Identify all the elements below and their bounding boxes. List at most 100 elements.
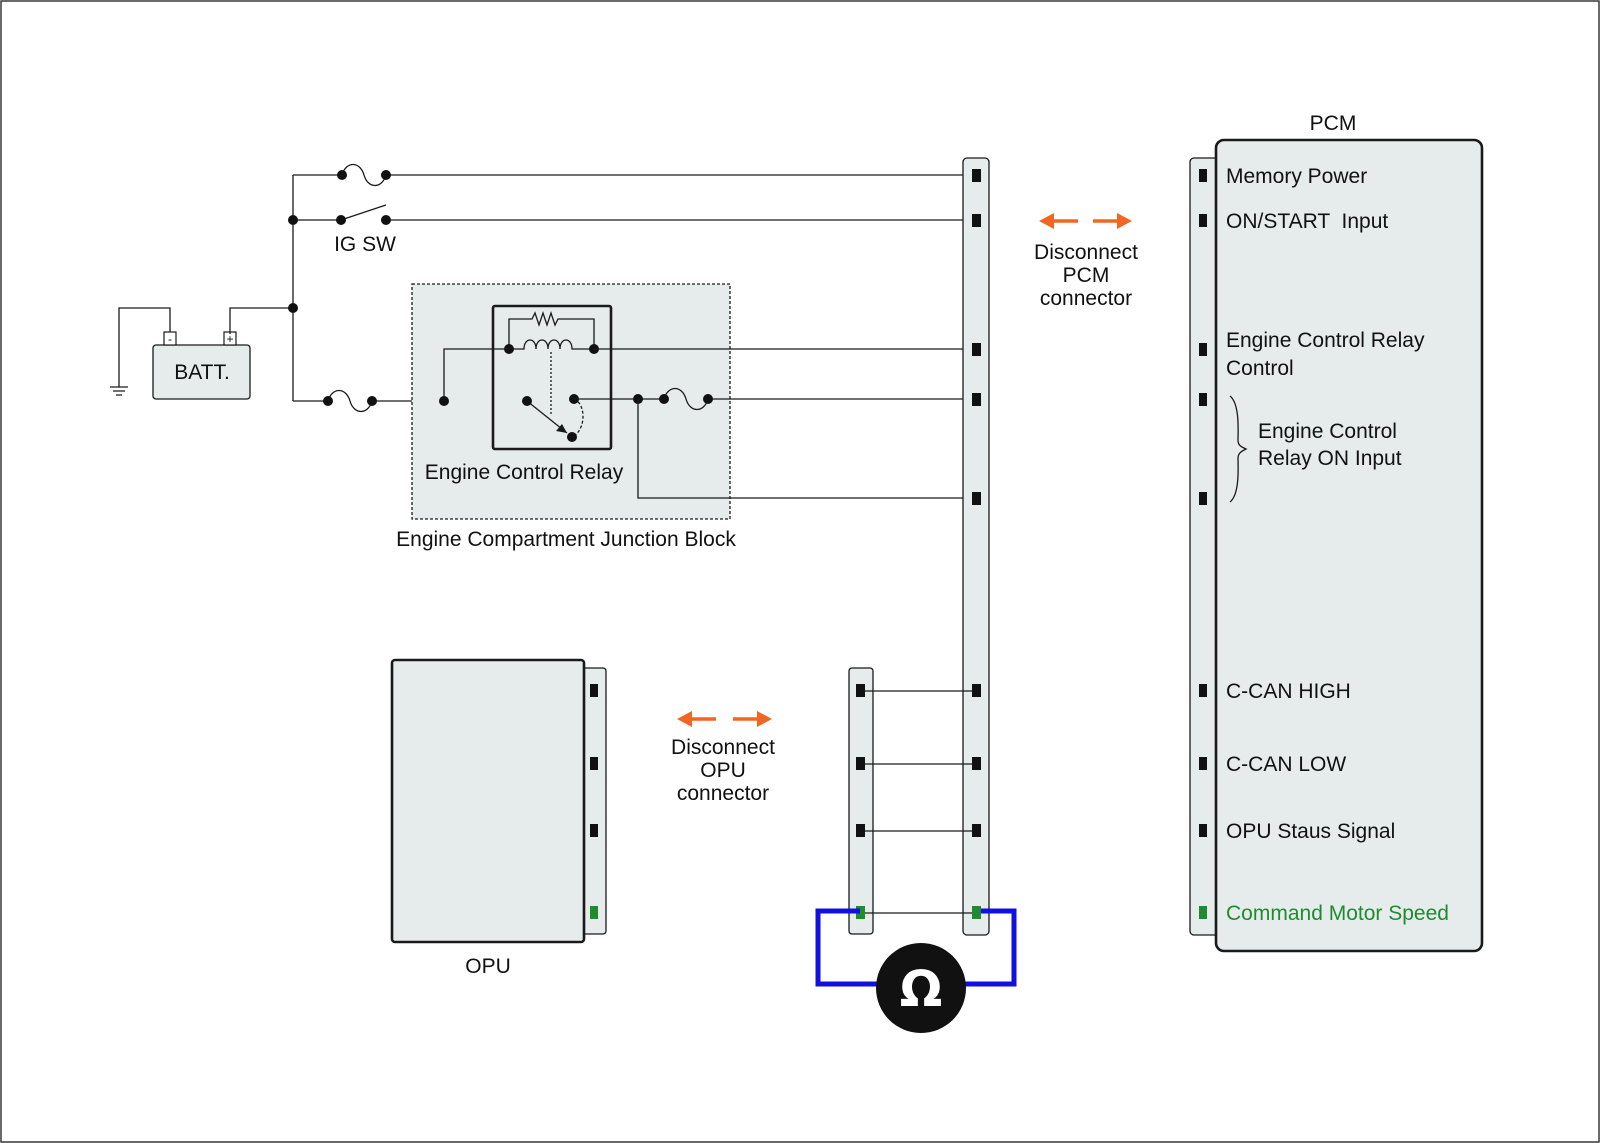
ground-symbol (110, 386, 128, 396)
switch-terminal-dot (381, 215, 391, 225)
fuse-terminal-dot (659, 394, 669, 404)
relay-output-fuse (663, 387, 709, 411)
pcm-pin-label-on-start-input: ON/START Input (1226, 210, 1388, 233)
pcm-pin-label-memory-power: Memory Power (1226, 165, 1367, 188)
ig-switch-blade (340, 204, 387, 221)
battery-minus-terminal (163, 331, 177, 346)
opu-disconnect-line3: connector (677, 782, 769, 805)
pcm-pin (1199, 824, 1207, 837)
pcm-pin-label-ecr-on-input-2: Relay ON Input (1258, 447, 1402, 470)
harness-pin (972, 757, 981, 770)
opu-label: OPU (465, 955, 511, 978)
pcm-pin-highlighted (1199, 906, 1207, 919)
pcm-pin-label-opu-status: OPU Staus Signal (1226, 820, 1395, 843)
opu-harness-connector (848, 667, 874, 935)
pcm-body (1214, 138, 1484, 953)
junction-block: Engine Compartment Junction Block Engine… (396, 283, 977, 551)
opu-pin (590, 824, 598, 837)
pcm-harness-connector (962, 157, 990, 936)
opu-module: OPU (390, 658, 607, 978)
pcm-pin-label-ecr-control-2: Control (1226, 357, 1294, 380)
harness-pin-highlighted (972, 906, 981, 919)
ig-switch-circuit: IG SW (293, 204, 977, 256)
memory-power-circuit (293, 163, 977, 187)
switch-terminal-dot (336, 215, 346, 225)
opu-pin-highlighted (590, 906, 598, 919)
opu-disconnect-line1: Disconnect (671, 736, 775, 759)
harness-pin (972, 343, 981, 356)
ground-wire (118, 307, 171, 387)
fuse-terminal-dot (337, 170, 347, 180)
pcm-pin-label-ecr-control-1: Engine Control Relay (1226, 329, 1425, 352)
junction-dot (439, 396, 449, 406)
harness-pin (972, 684, 981, 697)
fuse-terminal-dot (323, 396, 333, 406)
disconnect-arrow-icon (757, 711, 772, 727)
opu-harness-pin-highlighted (856, 906, 865, 919)
relay-contact-arrow (556, 424, 567, 433)
relay-coil (509, 339, 594, 350)
pcm-pin (1199, 684, 1207, 697)
battery (152, 344, 251, 400)
pcm-module: PCM Memory Power ON/START Input Engine C… (1189, 112, 1484, 953)
meter-lead (965, 908, 1017, 987)
pcm-disconnect-line3: connector (1040, 287, 1132, 310)
pcm-pin (1199, 343, 1207, 356)
opu-pin (590, 684, 598, 697)
disconnect-arrow-icon (1117, 213, 1132, 229)
pcm-connector (1189, 157, 1219, 936)
pcm-pin (1199, 492, 1207, 505)
ohm-symbol: Ω (900, 960, 943, 1018)
pcm-pin-label-c-can-low: C-CAN LOW (1226, 753, 1346, 776)
battery-plus-sign: + (226, 332, 233, 346)
battery-minus-sign: - (168, 332, 172, 346)
coil-supply-wire (443, 348, 509, 401)
ig-switch-label: IG SW (334, 233, 396, 256)
engine-control-relay: Engine Control Relay (425, 304, 624, 484)
junction-block-label: Engine Compartment Junction Block (396, 528, 736, 551)
harness-pin (972, 824, 981, 837)
relay-label: Engine Control Relay (425, 461, 624, 484)
opu-pin (590, 757, 598, 770)
opu-disconnect-note: Disconnect OPU connector (671, 711, 775, 805)
pcm-pin (1199, 757, 1207, 770)
opu-harness-pin (856, 824, 865, 837)
disconnect-arrow-icon (1039, 213, 1054, 229)
harness-pin (972, 169, 981, 182)
opu-body (390, 658, 586, 944)
meter-lead (815, 908, 877, 987)
disconnect-arrow-icon (677, 711, 692, 727)
relay-terminal-dot (522, 396, 532, 406)
harness-pin (972, 214, 981, 227)
opu-disconnect-line2: OPU (700, 759, 746, 782)
memory-power-fuse (341, 163, 387, 187)
pcm-pin-label-ecr-on-input-1: Engine Control (1258, 420, 1397, 443)
fuse-terminal-dot (703, 394, 713, 404)
harness-pin (972, 393, 981, 406)
ohmmeter: Ω (815, 908, 1017, 1033)
pcm-pin (1199, 214, 1207, 227)
relay-resistor (508, 310, 595, 349)
fuse-terminal-dot (367, 396, 377, 406)
relay-body (491, 304, 613, 451)
junction-dot (288, 215, 298, 225)
harness-pin (972, 492, 981, 505)
relay-output-branch-wire (637, 399, 977, 499)
junction-dot (288, 303, 298, 313)
relay-contact-path (573, 398, 584, 437)
pin-group-brace (1229, 395, 1248, 503)
fuse-terminal-dot (381, 170, 391, 180)
pcm-pin-label-c-can-high: C-CAN HIGH (1226, 680, 1351, 703)
relay-supply-fuse (327, 389, 373, 413)
pcm-pin (1199, 393, 1207, 406)
opu-harness-pin (856, 684, 865, 697)
battery-group: - + BATT. (110, 175, 294, 401)
ohmmeter-body (876, 943, 966, 1033)
pcm-disconnect-line1: Disconnect (1034, 241, 1138, 264)
pcm-disconnect-note: Disconnect PCM connector (1034, 213, 1138, 310)
battery-label: BATT. (174, 361, 230, 384)
pcm-pin-label-command-motor-speed: Command Motor Speed (1226, 902, 1449, 925)
pcm-title: PCM (1310, 112, 1357, 135)
opu-harness-pin (856, 757, 865, 770)
